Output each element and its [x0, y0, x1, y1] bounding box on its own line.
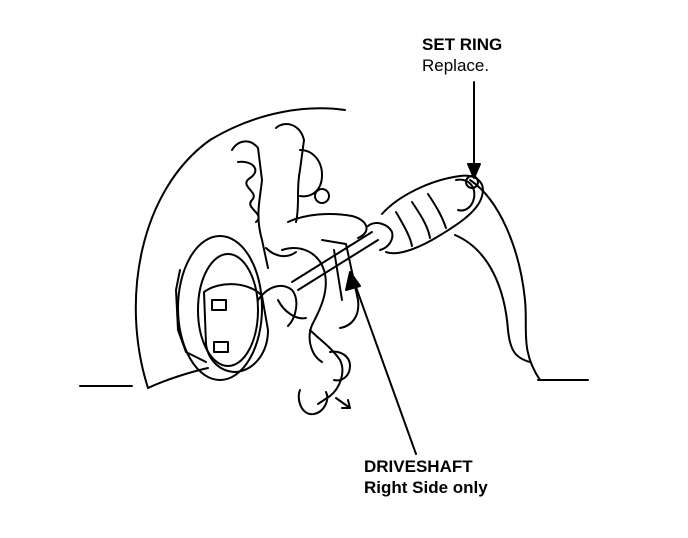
brake-disc-inner	[197, 253, 259, 367]
strut-body	[231, 140, 269, 269]
lower-arm-link	[277, 299, 307, 320]
strut-mount	[299, 149, 323, 198]
fender-lip	[147, 367, 209, 389]
caliper-bolt-upper	[211, 299, 227, 311]
tool-end-cap	[455, 178, 476, 212]
tool-handle	[381, 174, 484, 255]
driveshaft-stub	[321, 239, 360, 329]
knuckle-detail	[265, 247, 297, 258]
tool-handle-grip-1	[395, 211, 413, 247]
set-ring-callout: SET RING Replace.	[422, 34, 502, 76]
pry-bar-shaft	[291, 231, 373, 283]
set-ring-arrowhead	[467, 163, 481, 179]
driveshaft-title: DRIVESHAFT	[364, 457, 473, 476]
wheel-well-inner-arc	[469, 179, 541, 381]
driveshaft-arrowhead	[345, 271, 361, 291]
tool-handle-grip-2	[411, 201, 431, 239]
driveshaft-leader	[351, 275, 417, 455]
set-ring-title: SET RING	[422, 35, 503, 54]
wheel-well-outer	[134, 107, 346, 389]
set-ring-note: Replace.	[422, 56, 490, 75]
brake-caliper	[203, 283, 269, 373]
motion-arrow	[335, 397, 351, 409]
driveshaft-callout: DRIVESHAFT Right Side only	[364, 456, 488, 498]
set-ring	[465, 175, 479, 189]
motion-arrow-head	[341, 399, 351, 409]
strut-bolt	[314, 188, 330, 204]
pry-bar-shaft-2	[297, 239, 379, 291]
balljoint	[329, 350, 351, 382]
lower-arm	[309, 329, 344, 405]
hub-face	[175, 269, 207, 363]
upper-arm	[287, 213, 368, 239]
driveshaft-note: Right Side only	[364, 478, 488, 497]
fender-right-inner	[454, 234, 531, 363]
tool-ferrule	[367, 222, 394, 251]
tie-rod-end	[297, 389, 329, 416]
caliper-bolt-lower	[213, 341, 229, 353]
driveshaft-inner	[333, 249, 343, 301]
tool-handle-grip-3	[427, 193, 447, 229]
strut-spring	[237, 160, 260, 223]
steering-knuckle	[281, 247, 327, 363]
brake-disc-outer	[177, 235, 263, 381]
strut-body-2	[275, 123, 305, 223]
